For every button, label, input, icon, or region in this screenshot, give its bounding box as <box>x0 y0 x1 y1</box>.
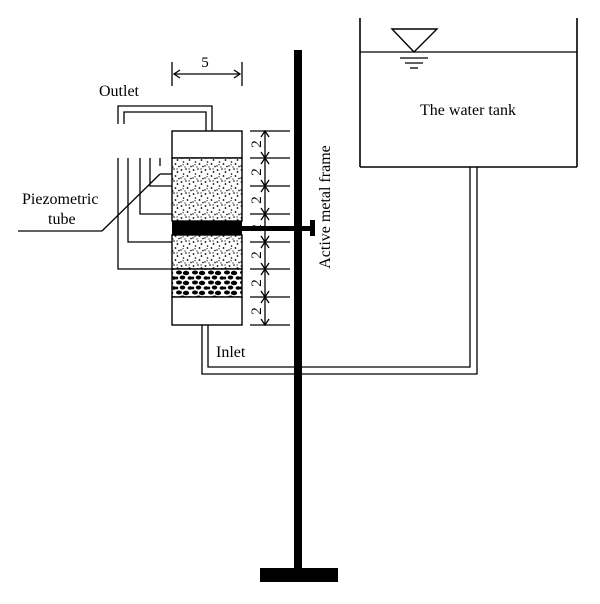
piezometric-label-line1: Piezometric <box>22 191 98 208</box>
frame-label: Active metal frame <box>317 145 334 269</box>
clamp-arm <box>242 226 314 231</box>
segment-dim-labels: 2 2 2 2 2 2 2 <box>249 140 265 315</box>
segment-dim-label: 2 <box>249 196 265 204</box>
frame-base <box>260 568 338 582</box>
height-dimension-chain <box>250 129 290 327</box>
width-dim-label: 5 <box>201 55 209 71</box>
segment-dim-label: 2 <box>249 168 265 176</box>
piezometric-label-line2: tube <box>48 211 76 228</box>
water-level-symbol <box>390 28 439 69</box>
width-dimension <box>171 62 243 86</box>
water-tank-label: The water tank <box>420 102 516 119</box>
segment-dim-label: 2 <box>249 251 265 259</box>
clamp-end <box>310 220 315 236</box>
separator-plate <box>172 221 242 235</box>
piezometric-pointer <box>101 173 161 232</box>
outlet-label: Outlet <box>99 83 140 100</box>
segment-dim-label: 2 <box>249 224 265 232</box>
segment-dim-label: 2 <box>249 279 265 287</box>
segment-dim-label: 2 <box>249 140 265 148</box>
piezometric-tubes <box>117 158 172 270</box>
water-tank <box>359 18 578 168</box>
supply-pipe <box>201 167 478 375</box>
outlet-pipe <box>117 105 213 131</box>
fine-sand-upper <box>171 157 243 222</box>
column-top-section <box>171 130 243 159</box>
gravel-layer <box>171 268 243 298</box>
inlet-label: Inlet <box>216 344 246 361</box>
frame-post <box>294 50 302 573</box>
column-bottom-section <box>171 296 243 326</box>
segment-dim-label: 2 <box>249 307 265 315</box>
fine-sand-lower <box>171 234 243 270</box>
